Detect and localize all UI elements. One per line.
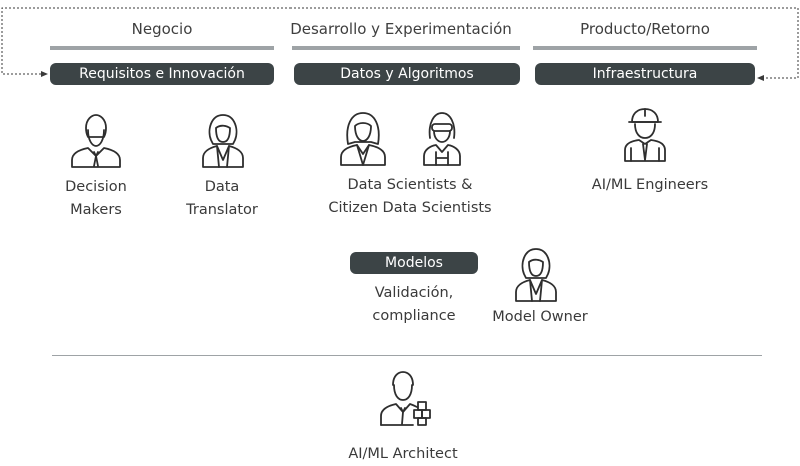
pill-datos: Datos y Algoritmos (294, 63, 520, 85)
label-modelos-desc-1: Validación, (374, 285, 454, 301)
column-rule-negocio (50, 46, 274, 50)
column-rule-desarrollo (292, 46, 520, 50)
label-data-translator-1: Data (204, 179, 240, 195)
column-title-producto: Producto/Retorno (580, 20, 710, 38)
label-modelos-desc-2: compliance (372, 308, 456, 324)
right-feedback-arrow (290, 0, 800, 90)
label-decision-makers-2: Makers (70, 202, 122, 218)
column-title-desarrollo: Desarrollo y Experimentación (290, 20, 512, 38)
label-data-scientists-2: Citizen Data Scientists (328, 200, 492, 216)
businesswoman-icon (506, 244, 566, 304)
engineer-hardhat-icon (615, 104, 675, 164)
pill-infraestructura: Infraestructura (535, 63, 755, 85)
label-data-translator-2: Translator (186, 202, 258, 218)
section-divider (52, 355, 762, 356)
label-architect: AI/ML Architect (348, 446, 458, 462)
column-rule-producto (533, 46, 757, 50)
goggles-scientist-icon (412, 108, 472, 168)
label-data-scientists-1: Data Scientists & (347, 177, 473, 193)
label-decision-makers-1: Decision (65, 179, 127, 195)
column-title-negocio: Negocio (131, 20, 193, 38)
businessman-icon (66, 110, 126, 170)
pill-requisitos: Requisitos e Innovación (50, 63, 274, 85)
left-feedback-arrow (0, 0, 291, 90)
pill-modelos: Modelos (350, 252, 478, 274)
label-engineers: AI/ML Engineers (591, 177, 709, 193)
businesswoman-icon (193, 110, 253, 170)
architect-blocks-icon (373, 368, 433, 428)
label-model-owner: Model Owner (492, 309, 588, 325)
woman-scientist-icon (333, 108, 393, 168)
